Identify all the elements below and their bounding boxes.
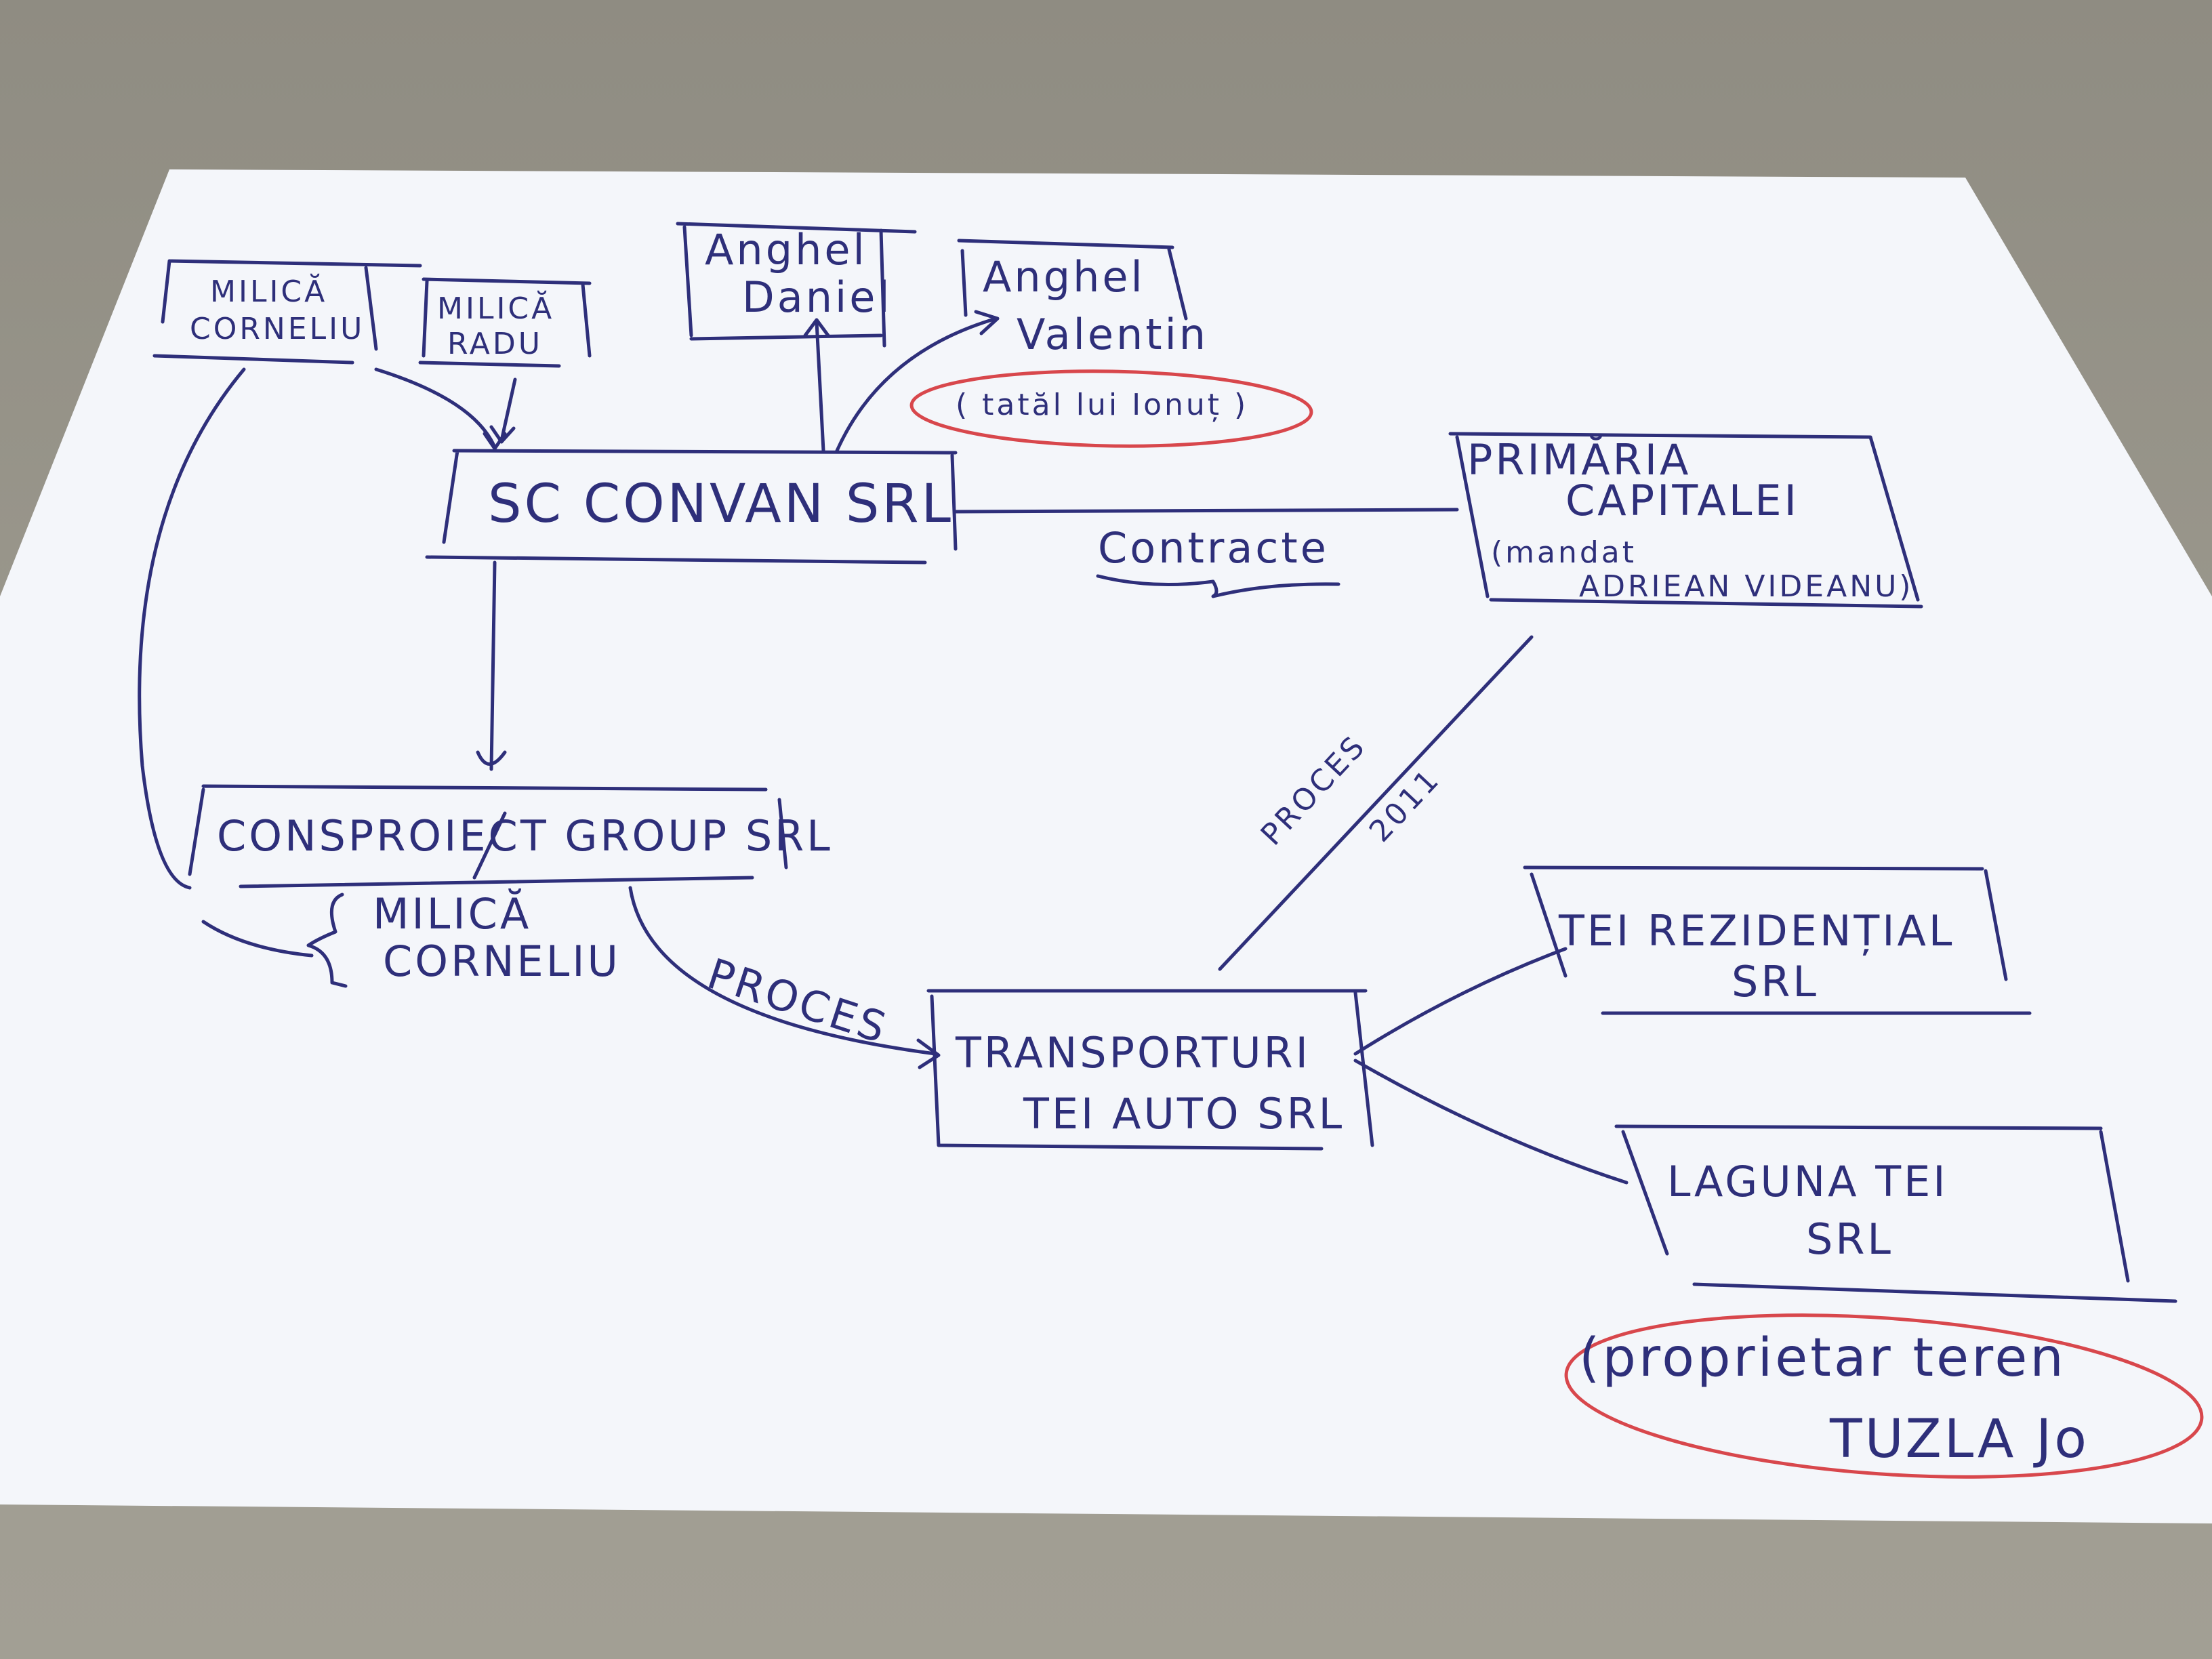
node-milica-corneliu: MILICĂ CORNELIU	[152, 259, 422, 365]
edge-convan-to-anghel-daniel	[803, 318, 830, 453]
node-label-line: Valentin	[1017, 310, 1208, 359]
edge-label-contracte: Contracte	[1098, 523, 1329, 573]
node-label: CONSPROIECT GROUP SRL	[217, 811, 833, 861]
note-proprietar-teren: (proprietar teren TUZLA Jo	[1564, 1313, 2204, 1479]
node-tei-rezidential: TEI REZIDENȚIAL SRL	[1523, 865, 2032, 1015]
node-sc-convan: SC CONVAN SRL	[425, 449, 958, 565]
edge-transporturi-to-laguna-tei	[1353, 1059, 1629, 1185]
node-label-line: SRL	[1732, 957, 1819, 1006]
node-label-line: MILICĂ	[210, 272, 327, 309]
node-label-line: ADRIEAN VIDEANU)	[1579, 569, 1913, 604]
node-label-line: Anghel	[705, 225, 867, 274]
node-label-line: (mandat	[1491, 535, 1637, 570]
note-tatal-lui-ionut: ( tatăl lui Ionuț )	[909, 369, 1313, 448]
node-transporturi-tei-auto: TRANSPORTURI TEI AUTO SRL	[926, 989, 1374, 1151]
node-label-line: PRIMĂRIA	[1467, 434, 1691, 485]
node-label-line: Daniel	[742, 272, 893, 322]
edge-milica-corneliu-to-consproiect	[138, 367, 314, 958]
node-label: SC CONVAN SRL	[488, 474, 954, 535]
node-label-line: RADU	[447, 327, 543, 361]
node-label-line: TEI REZIDENȚIAL	[1558, 906, 1954, 956]
node-label-line: Anghel	[983, 252, 1145, 302]
node-consproiect-owner: MILICĂ CORNELIU	[306, 888, 621, 988]
edge-transporturi-to-tei-rezidential	[1353, 947, 1568, 1056]
node-label-line: CORNELIU	[190, 312, 365, 346]
edge-milica-radu-to-convan	[489, 377, 517, 444]
edge-convan-to-consproiect	[476, 560, 507, 771]
note-text: ( tatăl lui Ionuț )	[956, 388, 1248, 422]
node-primaria-capitalei: PRIMĂRIA CAPITALEI (mandat ADRIEAN VIDEA…	[1448, 432, 1923, 609]
node-laguna-tei: LAGUNA TEI SRL	[1614, 1124, 2177, 1303]
owner-line: MILICĂ	[373, 888, 531, 939]
node-anghel-daniel: Anghel Daniel	[676, 222, 917, 348]
note-line: TUZLA Jo	[1829, 1409, 2089, 1470]
paper-background	[0, 169, 2212, 1523]
node-label-line: TRANSPORTURI	[955, 1028, 1311, 1078]
owner-line: CORNELIU	[383, 937, 621, 986]
node-consproiect-group: CONSPROIECT GROUP SRL	[188, 784, 833, 888]
node-milica-radu: MILICĂ RADU	[418, 277, 592, 368]
edge-convan-to-anghel-valentin	[835, 310, 1000, 453]
node-label-line: TEI AUTO SRL	[1023, 1089, 1345, 1139]
edge-convan-to-primaria: Contracte	[954, 508, 1459, 598]
node-label-line: MILICĂ	[437, 289, 554, 326]
node-label-line: LAGUNA TEI	[1667, 1157, 1948, 1206]
note-line: (proprietar teren	[1579, 1328, 2066, 1389]
node-label-line: SRL	[1806, 1214, 1893, 1264]
node-anghel-valentin: Anghel Valentin	[957, 239, 1208, 359]
node-label-line: CAPITALEI	[1565, 476, 1799, 525]
